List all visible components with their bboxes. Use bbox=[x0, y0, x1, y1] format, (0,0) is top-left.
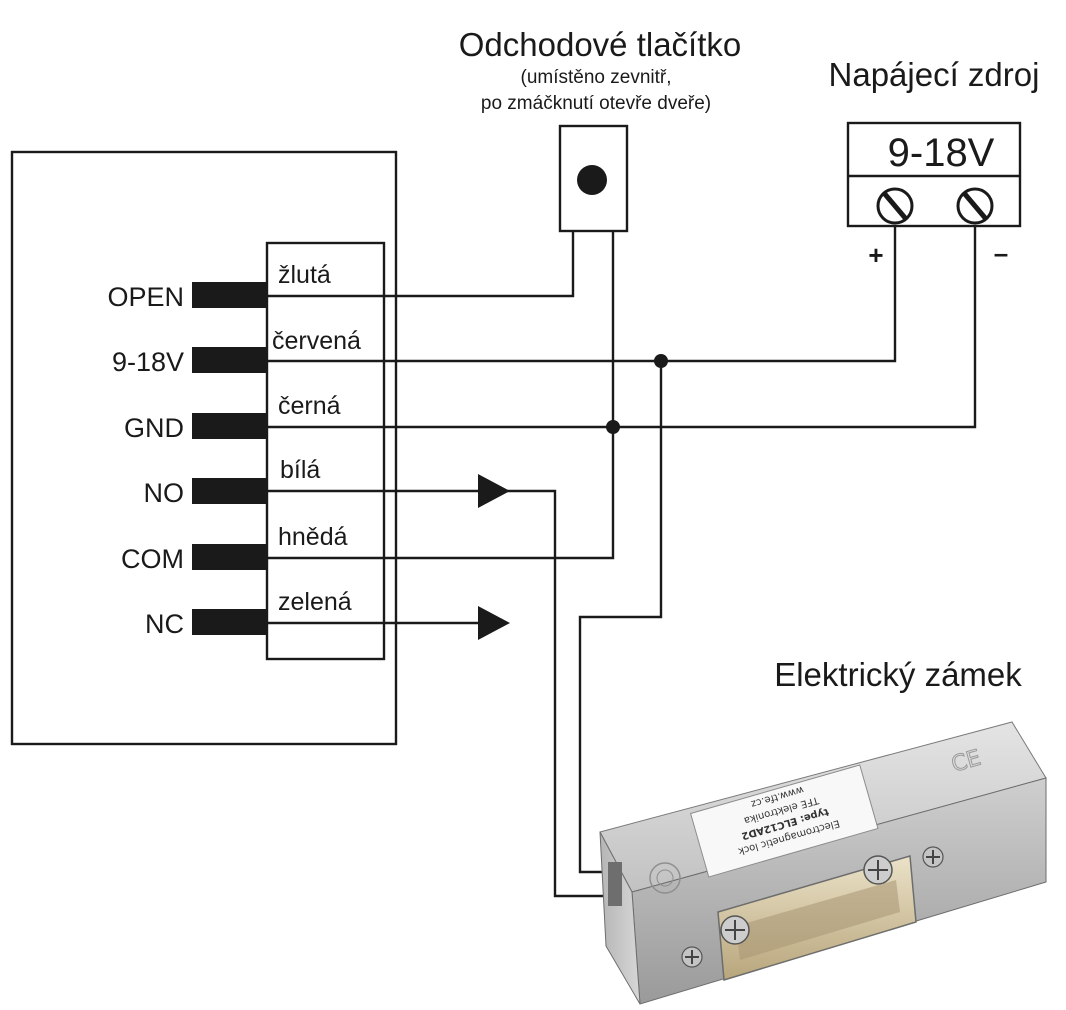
exit-button-knob bbox=[577, 165, 607, 195]
power-supply-title: Napájecí zdroj bbox=[829, 56, 1040, 93]
arrow-nc bbox=[478, 606, 510, 640]
wire-label-white: bílá bbox=[280, 456, 320, 484]
controller-body bbox=[10, 150, 398, 746]
wire-label-red: červená bbox=[272, 327, 361, 355]
wire-label-yellow: žlutá bbox=[278, 261, 331, 289]
pin-label-com: COM bbox=[121, 544, 184, 574]
electric-lock: Electromagnetic lock type: ELC12AD2 TFE … bbox=[599, 721, 1047, 1005]
terminal-block bbox=[265, 241, 386, 661]
terminal-9-18v bbox=[192, 347, 267, 373]
lock-screw-icon bbox=[922, 846, 944, 868]
exit-button-note-1: (umístěno zevnitř, bbox=[521, 67, 672, 88]
exit-button: Odchodové tlačítko (umístěno zevnitř, po… bbox=[459, 26, 742, 233]
exit-button-note-2: po zmáčknutí otevře dveře) bbox=[481, 93, 711, 114]
lock-latch bbox=[717, 855, 917, 981]
power-supply: Napájecí zdroj 9-18V + – bbox=[829, 56, 1040, 270]
wiring bbox=[267, 225, 977, 898]
wire-power-negative bbox=[267, 225, 977, 429]
wire-com-gnd-to-button bbox=[267, 231, 615, 560]
lock-screw-icon bbox=[720, 915, 750, 945]
arrow-no bbox=[478, 474, 510, 508]
junction-red bbox=[654, 354, 668, 368]
screw-terminal-minus bbox=[956, 187, 994, 225]
power-supply-minus-label: – bbox=[994, 238, 1008, 268]
wire-no-to-lock bbox=[267, 489, 616, 898]
terminal-gnd bbox=[192, 413, 267, 439]
pin-label-nc: NC bbox=[145, 609, 184, 639]
lock-wire-port bbox=[608, 862, 622, 906]
terminal-com bbox=[192, 544, 267, 570]
lock-screw-icon bbox=[681, 946, 703, 968]
power-supply-housing bbox=[846, 121, 1022, 228]
wire-power-positive bbox=[267, 225, 897, 363]
lock-screw-icon bbox=[863, 855, 893, 885]
power-supply-voltage: 9-18V bbox=[888, 131, 995, 175]
wire-open-to-button bbox=[267, 231, 575, 298]
terminal-nc bbox=[192, 609, 267, 635]
wire-label-black: černá bbox=[278, 392, 341, 420]
terminal-connectors bbox=[192, 282, 267, 635]
power-supply-plus-label: + bbox=[868, 240, 883, 270]
terminal-open bbox=[192, 282, 267, 308]
exit-button-housing bbox=[558, 124, 629, 233]
pin-label-9-18v: 9-18V bbox=[112, 347, 184, 377]
pin-label-no: NO bbox=[144, 478, 185, 508]
lock-embossed-logo-icon bbox=[649, 862, 681, 894]
lock-title: Elektrický zámek bbox=[774, 656, 1022, 693]
pin-label-open: OPEN bbox=[107, 282, 184, 312]
wire-lock-positive bbox=[578, 361, 663, 874]
screw-terminal-plus bbox=[876, 187, 914, 225]
lock-latch-recess bbox=[736, 880, 900, 960]
wire-color-labels: žlutá červená černá bílá hnědá zelená bbox=[272, 261, 361, 616]
lock-product-label: Electromagnetic lock type: ELC12AD2 TFE … bbox=[689, 764, 879, 878]
pin-labels: OPEN 9-18V GND NO COM NC bbox=[107, 282, 184, 639]
junction-black bbox=[606, 420, 620, 434]
exit-button-title: Odchodové tlačítko bbox=[459, 26, 742, 63]
wire-label-brown: hnědá bbox=[278, 523, 348, 551]
pin-label-gnd: GND bbox=[124, 413, 184, 443]
terminal-no bbox=[192, 478, 267, 504]
wire-label-green: zelená bbox=[278, 588, 352, 616]
